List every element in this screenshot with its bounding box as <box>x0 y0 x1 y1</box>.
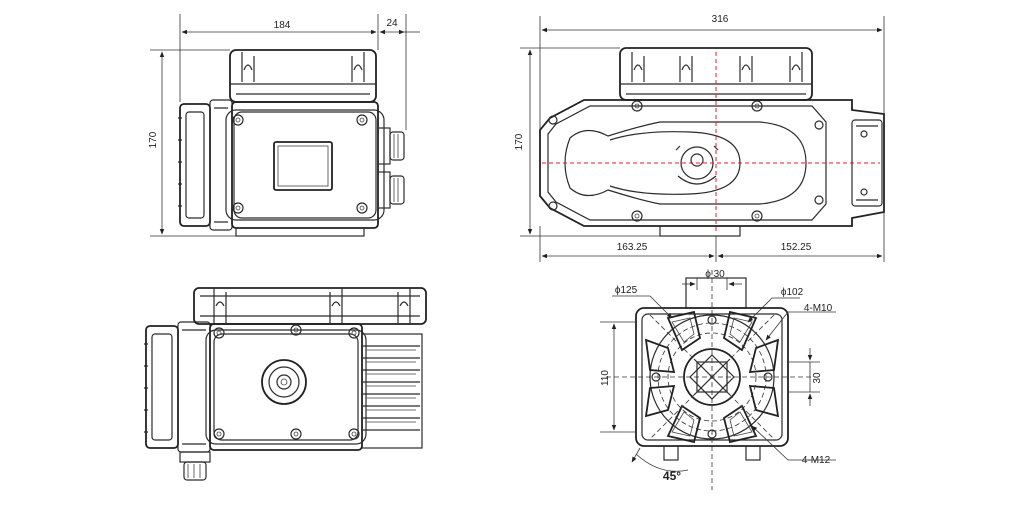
mounting-dimensions: ϕ 30 ϕ125 ϕ102 4-M10 110 30 4-M12 45° <box>600 269 836 483</box>
side-dimensions: 316 170 163.25 152.25 <box>514 14 885 262</box>
mounting-lobes <box>644 310 780 444</box>
side-body <box>539 99 885 237</box>
dim-170-front: 170 <box>148 131 159 148</box>
side-view: 316 170 163.25 152.25 <box>514 14 885 262</box>
front-top-cap <box>229 49 377 103</box>
mounting-neck <box>685 277 747 309</box>
top-view <box>144 287 427 481</box>
dim-30-square: 30 <box>812 372 823 384</box>
top-fins <box>361 333 423 449</box>
dim-24: 24 <box>386 18 398 29</box>
front-view: 184 24 170 <box>148 14 420 237</box>
dim-184: 184 <box>274 20 291 31</box>
dim-phi-125: ϕ125 <box>615 285 638 296</box>
mounting-view: ϕ 30 ϕ125 ϕ102 4-M10 110 30 4-M12 45° <box>600 269 836 490</box>
top-upper-cap <box>193 287 427 325</box>
dim-316: 316 <box>712 14 729 25</box>
top-left-handwheel <box>144 321 211 453</box>
dim-4-m12: 4-M12 <box>802 455 831 466</box>
front-handwheel <box>178 99 233 231</box>
dim-110: 110 <box>600 370 611 386</box>
dim-phi-102: ϕ102 <box>781 287 804 298</box>
dim-163-25: 163.25 <box>617 242 648 253</box>
dim-170-side: 170 <box>514 133 525 150</box>
dim-4-m10: 4-M10 <box>804 303 833 314</box>
dim-phi-30: ϕ 30 <box>705 269 725 280</box>
top-cable-gland <box>179 451 211 481</box>
front-dimensions: 184 24 170 <box>148 14 420 237</box>
top-body <box>205 323 367 451</box>
front-body <box>225 101 385 237</box>
dim-45-degree: 45° <box>663 469 681 483</box>
dim-152-25: 152.25 <box>781 242 812 253</box>
front-cable-glands <box>377 127 405 209</box>
